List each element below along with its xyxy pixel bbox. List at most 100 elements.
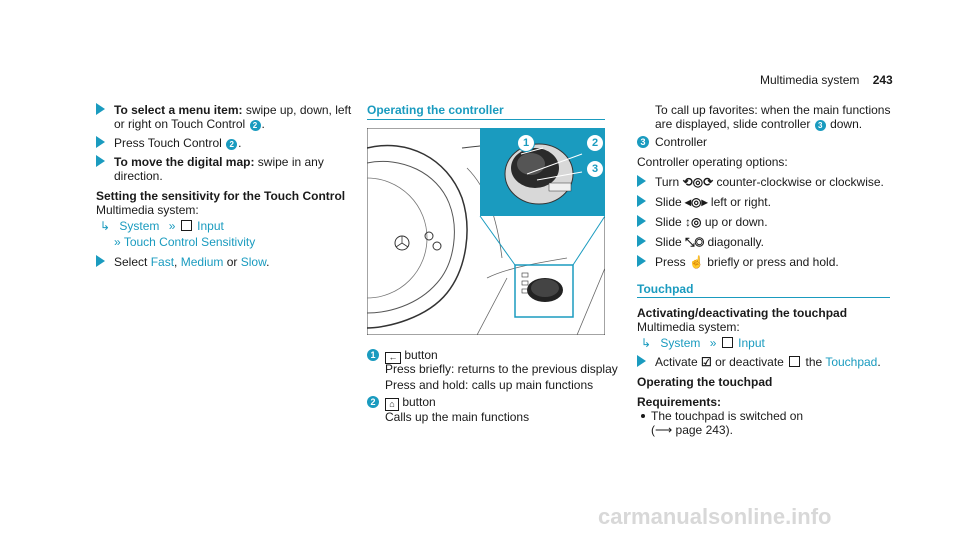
text: left or right. [707,195,771,209]
text: or right on Touch Control [114,117,249,131]
path-input-link[interactable]: Input [738,336,765,350]
checkbox-checked-icon[interactable]: ☑ [701,355,712,369]
step-activate-touchpad: Activate ☑ or deactivate the Touchpad. [655,355,881,369]
press-icon: ☝ [689,255,704,269]
requirements-heading: Requirements: [637,395,722,409]
back-button-desc-2: Press and hold: calls up main functions [385,378,594,392]
text: . [877,355,881,369]
step-move-map: To move the digital map: swipe in any [114,155,324,169]
activating-heading: Activating/deactivating the touchpad [637,306,848,320]
step-arrow-icon [637,195,646,207]
operating-controller-heading: Operating the controller [367,103,504,117]
section-title: Multimedia system [760,73,860,87]
menu-path: ↳ System » Input [641,336,765,350]
slide-diagonal-icon: ⤡◎ [685,235,705,249]
callout-1-icon: 1 [517,134,535,152]
menu-path: ↳ System » Input [100,219,224,233]
text: The touchpad is switched on [651,409,804,423]
text: down. [826,117,863,131]
page-number: 243 [872,73,893,87]
home-icon: ⌂ [385,398,399,411]
step-move-map-line2: direction. [114,169,163,183]
step-press-touch-control: Press Touch Control 2. [114,136,242,150]
step-select-sensitivity: Select Fast, Medium or Slow. [114,255,269,269]
step-arrow-icon [637,175,646,187]
text: Turn [655,175,683,189]
page-reference-arrow-icon: ⟶ [655,423,673,437]
text: are displayed, slide controller [655,117,814,131]
back-button-label: ← button [385,348,438,364]
option-turn: Turn ⟲◎⟳ counter-clockwise or clockwise. [655,175,884,189]
callout-2-icon: 2 [586,134,604,152]
callout-3-icon: 3 [586,160,604,178]
path-touch-control-sensitivity-link[interactable]: Touch Control Sensitivity [123,235,256,249]
step-arrow-icon [637,215,646,227]
step-arrow-icon [637,235,646,247]
path-system-link[interactable]: System [660,336,701,350]
text: Slide [655,195,686,209]
step-arrow-icon [96,255,105,267]
multimedia-system-label: Multimedia system: [637,320,740,334]
favorites-intro-1: To call up favorites: when the main func… [655,103,891,117]
path-separator-icon: » [709,336,717,350]
step-arrow-icon [637,255,646,267]
text: counter-clockwise or clockwise. [713,175,884,189]
touchpad-link[interactable]: Touchpad [825,355,878,369]
requirement-ref: (⟶ page 243). [651,423,733,437]
text: Press Touch Control [114,136,226,150]
text: Slide [655,215,686,229]
heading-rule [367,119,605,120]
running-header: Multimedia system 243 [760,73,893,87]
checkbox-empty-icon[interactable] [789,356,801,367]
option-slide-lr: Slide ◂◎▸ left or right. [655,195,771,209]
touchpad-heading: Touchpad [637,282,694,296]
text: button [401,348,438,362]
back-button-desc-1: Press briefly: returns to the previous d… [385,362,618,376]
option-slide-ud: Slide ↕◎ up or down. [655,215,768,229]
legend-callout-2-icon: 2 [367,396,379,408]
step-arrow-icon [96,155,105,167]
turn-icon: ⟲◎⟳ [682,175,714,189]
input-icon [721,337,733,348]
text: the [802,355,826,369]
home-button-desc: Calls up the main functions [385,410,530,424]
text: up or down. [701,215,768,229]
text: Slide [655,235,686,249]
step-arrow-icon [96,103,105,115]
callout-2-icon: 2 [249,120,261,131]
path-separator-icon: » [168,219,176,233]
text: Select [114,255,151,269]
text: . [238,136,242,150]
step-select-menu-item-line2: or right on Touch Control 2. [114,117,265,131]
path-arrow-icon: ↳ [641,336,652,350]
option-slow-link[interactable]: Slow [240,255,267,269]
text: . [261,117,265,131]
back-icon: ← [385,352,401,364]
path-system-link[interactable]: System [119,219,160,233]
text: briefly or press and hold. [703,255,839,269]
callout-2-icon: 2 [226,139,238,150]
path-input-link[interactable]: Input [197,219,224,233]
option-medium-link[interactable]: Medium [180,255,224,269]
requirement-item: The touchpad is switched on [641,409,803,423]
operating-touchpad-heading: Operating the touchpad [637,375,773,389]
text: or [223,255,241,269]
text: To move the digital map: [114,155,255,169]
page-reference-link[interactable]: page 243). [672,423,733,437]
text: swipe in any [254,155,324,169]
text: Press [655,255,690,269]
step-arrow-icon [637,355,646,367]
option-press: Press ☝ briefly or press and hold. [655,255,839,269]
heading-rule [637,297,890,298]
controller-label: Controller [655,135,708,149]
legend-callout-3-icon: 3 [637,136,649,148]
text: ( [651,423,655,437]
callout-3-icon: 3 [814,120,826,131]
sensitivity-heading: Setting the sensitivity for the Touch Co… [96,189,346,203]
option-fast-link[interactable]: Fast [150,255,175,269]
text: diagonally. [704,235,764,249]
favorites-intro-2: are displayed, slide controller 3 down. [655,117,862,131]
home-button-label: ⌂ button [385,395,436,411]
legend-callout-1-icon: 1 [367,349,379,361]
text: Activate [655,355,702,369]
